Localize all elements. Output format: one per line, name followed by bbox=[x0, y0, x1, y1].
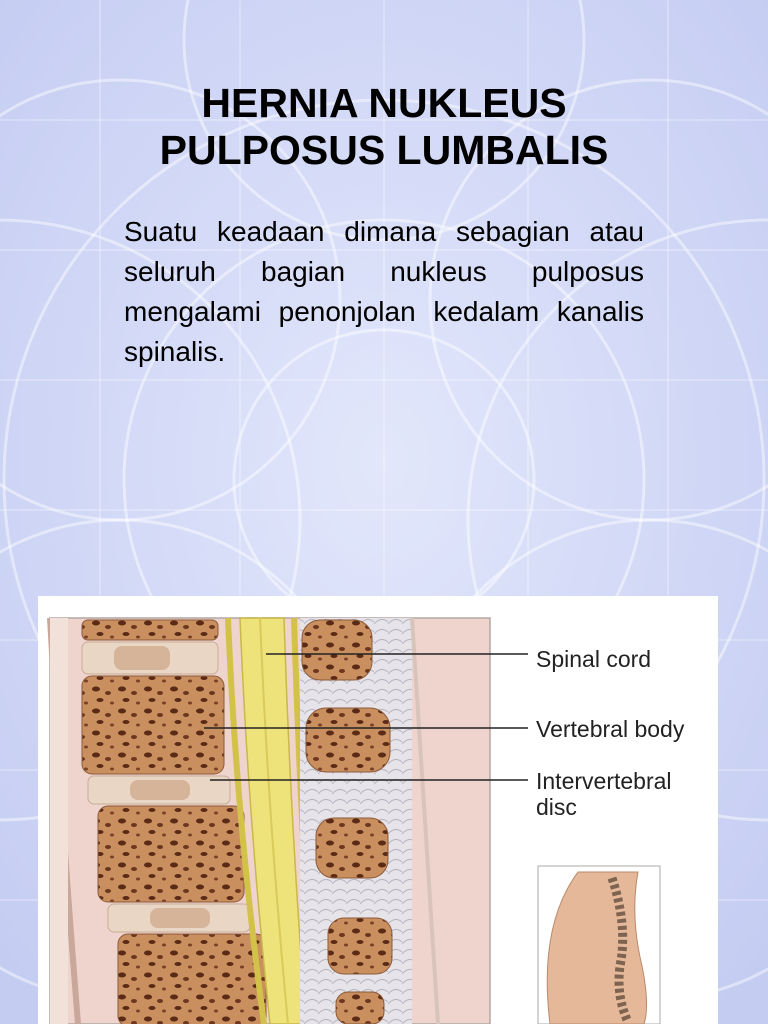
spinal-cord bbox=[239, 617, 307, 1024]
slide-title-line-1: HERNIA NUKLEUS bbox=[201, 80, 567, 126]
leader-lines bbox=[204, 653, 528, 781]
spinous-processes bbox=[300, 618, 412, 1024]
spine-illustration bbox=[47, 617, 661, 1024]
slide-title: HERNIA NUKLEUS PULPOSUS LUMBALIS bbox=[0, 80, 768, 174]
label-spinal-cord: Spinal cord bbox=[536, 646, 652, 672]
slide-title-line-2: PULPOSUS LUMBALIS bbox=[159, 127, 609, 173]
vertebral-bodies bbox=[81, 619, 267, 1024]
body-silhouette-inset bbox=[537, 865, 661, 1024]
label-intervertebral-disc-line-2: disc bbox=[536, 794, 577, 820]
label-intervertebral-disc: Intervertebral disc bbox=[536, 768, 672, 820]
label-intervertebral-disc-line-1: Intervertebral bbox=[536, 768, 672, 794]
spine-anatomy-figure: Spinal cord Vertebral body Intervertebra… bbox=[38, 596, 718, 1024]
slide-body-text: Suatu keadaan dimana sebagian atau selur… bbox=[124, 216, 644, 367]
label-vertebral-body: Vertebral body bbox=[536, 716, 685, 742]
